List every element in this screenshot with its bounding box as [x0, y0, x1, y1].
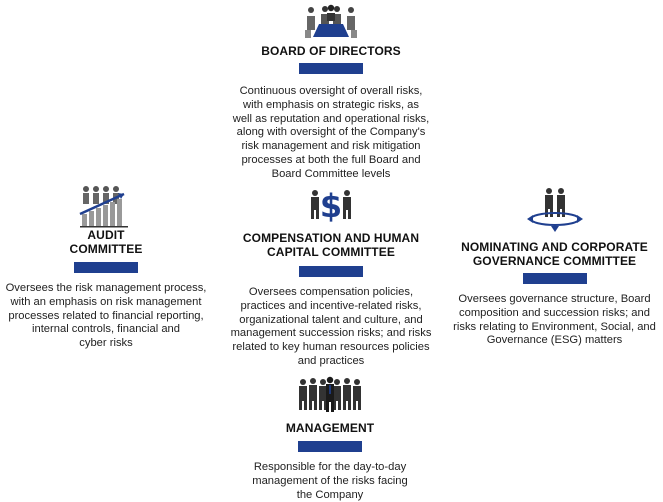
governance-arrows-icon	[526, 188, 583, 232]
audit-committee-node: AUDIT COMMITTEE Oversees the risk manage…	[0, 182, 212, 351]
desc-line: internal controls, financial and	[31, 323, 180, 336]
desc-line: organizational talent and culture, and	[239, 313, 423, 326]
title-line: GOVERNANCE COMMITTEE	[472, 254, 637, 268]
boardroom-icon	[305, 4, 357, 38]
desc-line: risk management and risk mitigation	[241, 140, 421, 153]
audit-description: Oversees the risk management process, wi…	[0, 282, 212, 351]
desc-line: processes related to financial reporting…	[8, 309, 204, 322]
desc-line: with an emphasis on risk management	[10, 295, 202, 308]
board-title: BOARD OF DIRECTORS	[261, 44, 401, 58]
desc-line: Oversees compensation policies,	[248, 286, 414, 298]
nominating-accent-bar	[522, 273, 587, 284]
management-description: Responsible for the day-to-day managemen…	[230, 461, 430, 502]
audit-accent-bar	[74, 262, 138, 273]
team-icon	[299, 376, 361, 412]
board-of-directors-node: BOARD OF DIRECTORS Continuous oversight …	[205, 0, 457, 182]
svg-text:$: $	[320, 187, 342, 225]
desc-line: Oversees governance structure, Board	[458, 293, 651, 305]
nominating-title: NOMINATING AND CORPORATE GOVERNANCE COMM…	[446, 240, 663, 268]
title-line: AUDIT	[87, 228, 125, 242]
desc-line: processes at both the full Board and	[241, 153, 421, 166]
desc-line: with emphasis on strategic risks, as	[243, 98, 419, 111]
desc-line: Continuous oversight of overall risks,	[239, 85, 423, 97]
compensation-title: COMPENSATION AND HUMAN CAPITAL COMMITTEE	[212, 231, 450, 259]
desc-line: management of the risks facing	[252, 474, 408, 487]
desc-line: management succession risks; and risks	[230, 327, 432, 340]
dollar-people-icon: $	[311, 187, 351, 225]
desc-line: Board Committee levels	[271, 167, 391, 180]
title-line: COMPENSATION AND HUMAN	[242, 231, 420, 245]
compensation-accent-bar	[299, 266, 363, 277]
desc-line: cyber risks	[79, 337, 133, 350]
desc-line: composition and succession risks; and	[459, 306, 650, 319]
title-line: COMMITTEE	[69, 242, 143, 256]
growth-chart-icon	[79, 186, 128, 228]
title-line: CAPITAL COMMITTEE	[267, 245, 395, 259]
board-description: Continuous oversight of overall risks, w…	[205, 85, 457, 182]
audit-title: AUDIT COMMITTEE	[0, 228, 212, 256]
board-accent-bar	[299, 63, 363, 74]
compensation-description: Oversees compensation policies, practice…	[212, 286, 450, 369]
desc-line: the Company	[296, 488, 364, 501]
nominating-committee-node: NOMINATING AND CORPORATE GOVERNANCE COMM…	[446, 185, 663, 348]
desc-line: Governance (ESG) matters	[486, 334, 623, 347]
management-node: MANAGEMENT Responsible for the day-to-da…	[230, 375, 430, 502]
desc-line: and practices	[297, 354, 365, 367]
desc-line: related to key human resources policies	[232, 341, 430, 354]
desc-line: along with oversight of the Company's	[236, 126, 426, 139]
management-accent-bar	[298, 441, 362, 452]
desc-line: Oversees the risk management process,	[5, 282, 207, 294]
management-title: MANAGEMENT	[285, 421, 375, 435]
nominating-description: Oversees governance structure, Board com…	[446, 293, 663, 348]
desc-line: well as reputation and operational risks…	[232, 112, 430, 125]
title-line: NOMINATING AND CORPORATE	[461, 240, 648, 254]
compensation-committee-node: $ COMPENSATION AND HUMAN CAPITAL COMMITT…	[212, 186, 450, 369]
desc-line: Responsible for the day-to-day	[253, 461, 407, 473]
desc-line: risks relating to Environment, Social, a…	[453, 320, 656, 333]
desc-line: practices and incentive-related risks,	[240, 299, 422, 312]
